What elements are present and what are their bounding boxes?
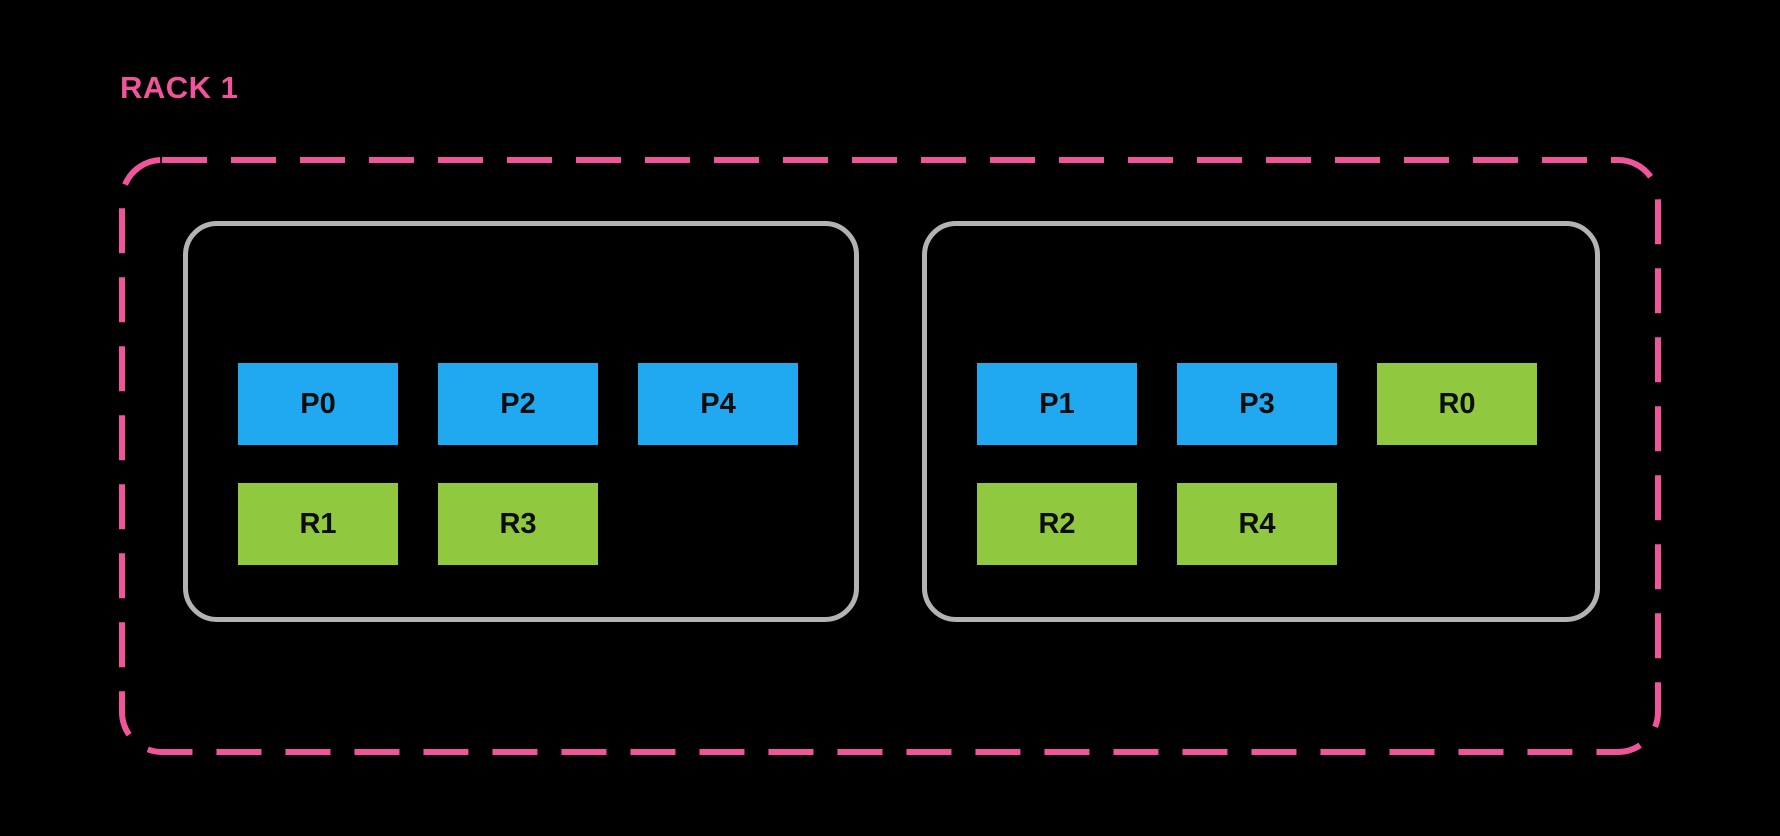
rack-title: RACK 1 bbox=[120, 70, 239, 105]
slot-r0: R0 bbox=[1377, 363, 1537, 445]
host-2-bottom-row: R2 R4 bbox=[977, 483, 1337, 565]
slot-p1: P1 bbox=[977, 363, 1137, 445]
rack-dashed-border bbox=[119, 157, 1661, 755]
slot-p0: P0 bbox=[238, 363, 398, 445]
slot-r4: R4 bbox=[1177, 483, 1337, 565]
host-box-2: P1 P3 R0 R2 R4 bbox=[922, 221, 1600, 622]
host-1-top-row: P0 P2 P4 bbox=[238, 363, 798, 445]
slot-p4: P4 bbox=[638, 363, 798, 445]
slot-p3: P3 bbox=[1177, 363, 1337, 445]
slot-p2: P2 bbox=[438, 363, 598, 445]
host-2-top-row: P1 P3 R0 bbox=[977, 363, 1537, 445]
slot-r3: R3 bbox=[438, 483, 598, 565]
slot-r2: R2 bbox=[977, 483, 1137, 565]
host-box-1: P0 P2 P4 R1 R3 bbox=[183, 221, 859, 622]
slot-r1: R1 bbox=[238, 483, 398, 565]
host-1-bottom-row: R1 R3 bbox=[238, 483, 598, 565]
